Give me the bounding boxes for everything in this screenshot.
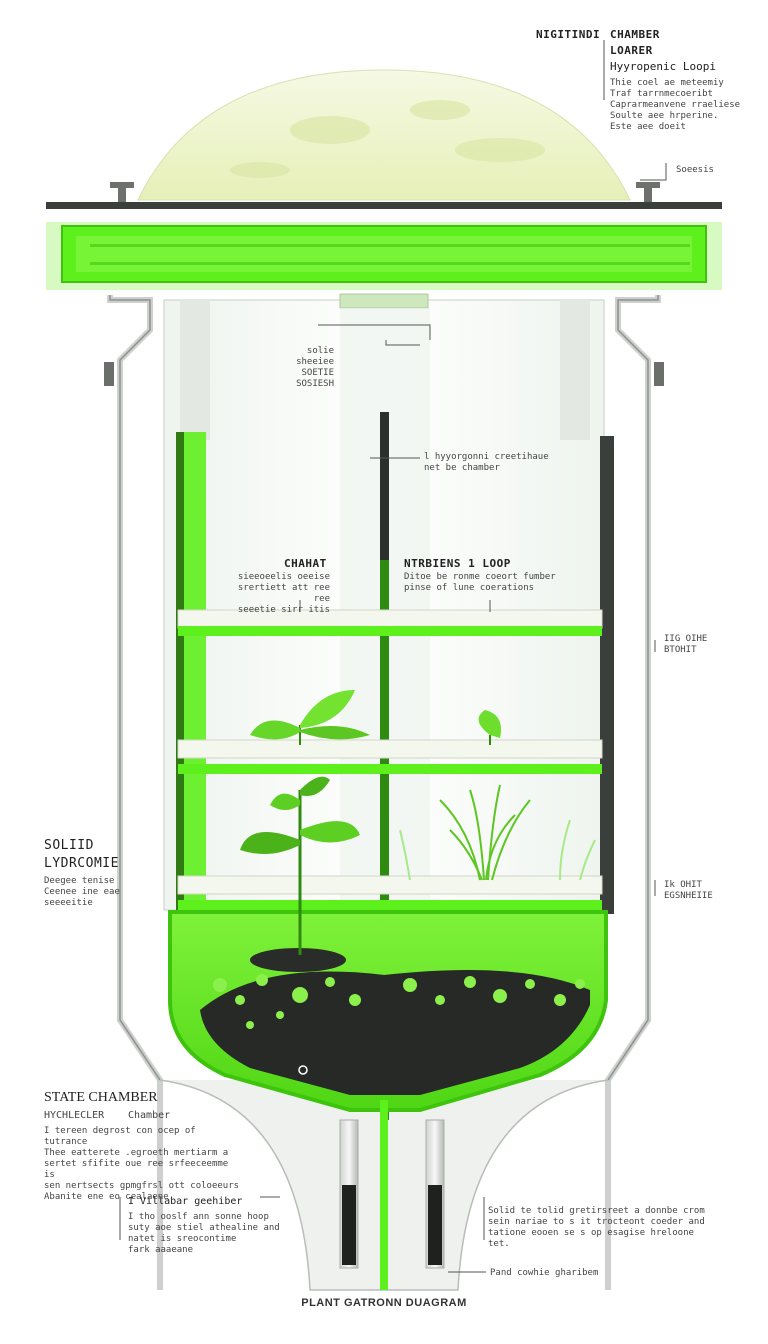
- frame-outer-right: [605, 295, 661, 1290]
- right-mid-label: IIG OIHE BTOHIT: [664, 634, 708, 655]
- center-callout: l hyyorgonni creetihaue net be chamber: [424, 452, 549, 473]
- top-right-title-3: LOARER: [610, 44, 653, 57]
- left-upper-label: solie sheeiee SOETIE SOSIESH: [296, 346, 334, 389]
- villar-title: I Villabar geehiber: [128, 1196, 243, 1207]
- grass-clump: [399, 784, 596, 881]
- bolt-right: [636, 182, 660, 188]
- shelves: [177, 609, 603, 912]
- solid-title: SOLIID: [44, 838, 94, 853]
- pand-label: Pand cowhie gharibem: [490, 1268, 599, 1278]
- top-right-description: Thie coel ae meteemiy Traf tarrnmecoerib…: [610, 78, 741, 132]
- bolt-left: [110, 182, 134, 188]
- chahat-title: CHAHAT: [284, 557, 327, 570]
- sprout-upper-right: [478, 710, 501, 745]
- state-chamber-sub-b: Chamber: [128, 1110, 171, 1121]
- nutrients-loop-body: Ditoe be ronme coeort fumber pinse of lu…: [404, 572, 556, 593]
- top-right-title-1: NIGITINDI: [536, 28, 601, 41]
- top-right-title-2: CHAMBER: [610, 28, 660, 41]
- top-right-subtitle: Hyyropenic Loopi: [610, 60, 716, 73]
- state-chamber-body: I tereen degrost con ocep of tutrance Th…: [44, 1126, 240, 1202]
- bottom-right-description: Solid te tolid gretirsreet a donnbe crom…: [488, 1206, 705, 1249]
- sensors-label: Soeesis: [676, 165, 714, 175]
- right-low-label: Ik OHIT EGSNHEIIE: [664, 880, 713, 901]
- soil-mound: [250, 948, 346, 972]
- solid-body: Deegee tenise Ceenee ine eae seeeeitie: [44, 876, 120, 908]
- state-chamber-title: STATE CHAMBER: [44, 1090, 158, 1105]
- leader-lines: [119, 40, 667, 1273]
- nutrients-loop-title: NTRBIENS 1 LOOP: [404, 557, 511, 570]
- sprout-upper-left: [250, 690, 370, 745]
- state-chamber-sub-a: HYCHLECLER: [44, 1110, 105, 1121]
- diagram-title: PLANT GATRONN DUAGRAM: [301, 1297, 467, 1309]
- top-rail: [46, 202, 722, 209]
- chahat-body: sieeoeelis oeeise srertiett att ree ree …: [237, 572, 330, 615]
- soil-pebbles: [213, 974, 585, 1029]
- drain-port: [298, 1065, 308, 1075]
- villar-body: I tho ooslf ann sonne hoop suty aoe stie…: [128, 1212, 280, 1255]
- solid-subtitle: LYDRCOMIE: [44, 856, 119, 871]
- large-seedling: [240, 776, 360, 955]
- right-inner-wall: [600, 436, 614, 914]
- light-bar-cells: [90, 244, 690, 265]
- dome: [137, 69, 631, 201]
- dome-texture: [230, 100, 545, 178]
